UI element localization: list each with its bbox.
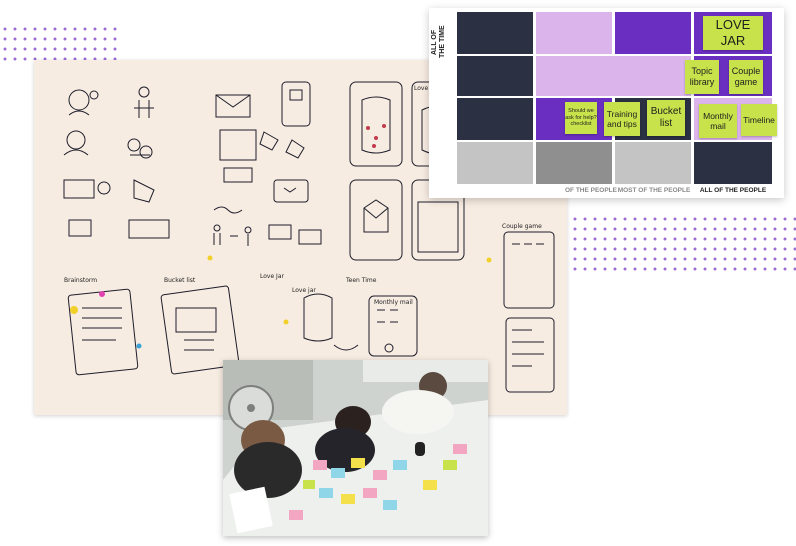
svg-text:Brainstorm: Brainstorm <box>64 277 97 284</box>
svg-text:Couple game: Couple game <box>502 223 542 230</box>
matrix-cell <box>457 12 533 54</box>
matrix-cell <box>615 12 691 54</box>
decorative-dot-grid <box>0 24 122 64</box>
prioritization-matrix: ALL OF THE TIME LOVE JAR Topic library C… <box>429 8 784 198</box>
matrix-cell <box>536 142 612 184</box>
y-axis-label-line1: ALL OF <box>431 29 438 55</box>
note-love-jar: LOVE JAR <box>703 16 763 50</box>
matrix-cell <box>457 98 533 140</box>
note-bucket-list: Bucket list <box>647 100 685 136</box>
matrix-cell <box>615 142 691 184</box>
svg-text:Love jar: Love jar <box>292 287 316 294</box>
matrix-cell <box>694 142 772 184</box>
svg-text:Monthly mail: Monthly mail <box>374 299 413 306</box>
note-timeline: Timeline <box>741 104 777 136</box>
matrix-cell <box>457 56 533 96</box>
matrix-cell <box>457 142 533 184</box>
note-couple-game: Couple game <box>729 60 763 94</box>
y-axis-label: ALL OF THE TIME <box>431 22 455 62</box>
workshop-illustration <box>223 360 488 536</box>
note-monthly-mail: Monthly mail <box>699 104 737 138</box>
x-axis-label: OF THE PEOPLE <box>564 187 617 194</box>
matrix-cell <box>536 56 691 96</box>
svg-text:Teen Time: Teen Time <box>345 277 377 284</box>
svg-text:Love Jar: Love Jar <box>260 273 285 280</box>
y-axis-label-line2: THE TIME <box>439 25 446 59</box>
sketch-drawings: Brainstorm Bucket list Love Jar Teen Tim… <box>63 81 558 393</box>
note-topic-library: Topic library <box>685 60 719 94</box>
matrix-cell <box>536 12 612 54</box>
note-help-checklist: Should we ask for help? checklist <box>565 102 597 134</box>
decorative-dot-grid <box>560 214 796 276</box>
x-axis-label: MOST OF THE PEOPLE <box>617 187 691 194</box>
svg-text:Love Jar: Love Jar <box>414 85 439 92</box>
svg-text:Bucket list: Bucket list <box>164 277 196 284</box>
note-training-tips: Training and tips <box>604 102 640 136</box>
workshop-photo <box>223 360 488 536</box>
x-axis-label: ALL OF THE PEOPLE <box>699 187 767 194</box>
